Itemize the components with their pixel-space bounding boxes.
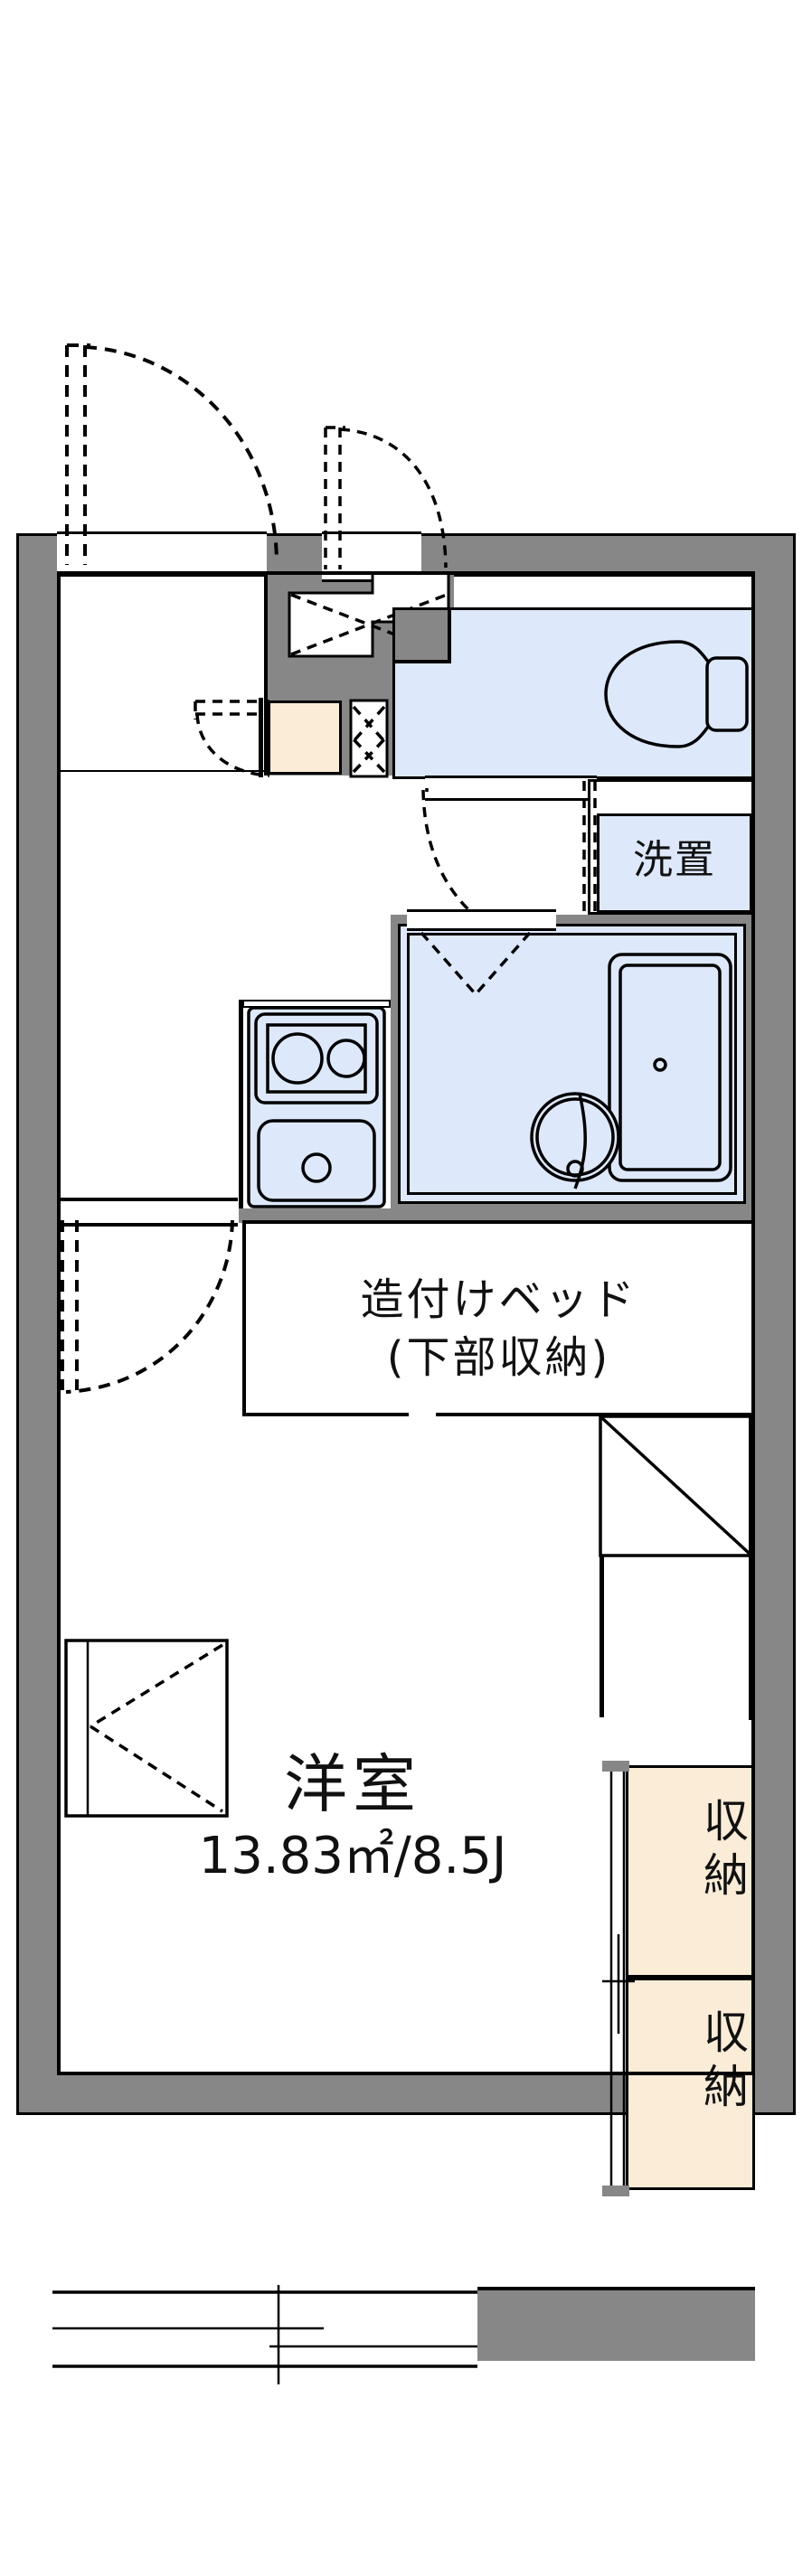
entrance-door-swing bbox=[65, 343, 279, 565]
storage-divider-wall bbox=[600, 1555, 604, 1717]
toilet-room-notch-edge2 bbox=[395, 660, 451, 663]
genkan-partition-edge-left bbox=[264, 575, 268, 776]
built-in-bed-label-line2: (下部収納) bbox=[386, 1332, 611, 1383]
round-washbasin-icon bbox=[530, 1092, 620, 1189]
closet-lower bbox=[626, 1978, 755, 2190]
built-in-bed bbox=[242, 1220, 755, 1416]
bottom-wall-right-cap bbox=[477, 2287, 755, 2290]
toilet-icon bbox=[604, 640, 749, 748]
side-casement-window bbox=[64, 1639, 229, 1818]
meter-box-icon bbox=[349, 699, 389, 778]
interior-left-edge bbox=[57, 571, 61, 2075]
toilet-room-notch-wall bbox=[395, 610, 450, 663]
closet-upper-label: 収納 bbox=[696, 1797, 749, 1905]
kitchen-unit bbox=[247, 1006, 386, 1208]
bed-top-wall bbox=[239, 1208, 755, 1223]
laundry-label: 洗置 bbox=[633, 837, 716, 883]
interior-right-edge bbox=[751, 571, 755, 2075]
bathtub-drain bbox=[653, 1058, 667, 1072]
balcony-sliding-window bbox=[52, 2285, 477, 2384]
bottom-wall-right bbox=[477, 2289, 755, 2361]
closet-upper bbox=[626, 1765, 755, 1978]
main-room-area: 13.83㎡/8.5J bbox=[198, 1827, 507, 1885]
laundry-door-jamb bbox=[582, 781, 597, 915]
shoe-box-door-swing bbox=[194, 700, 270, 777]
closet-lower-label: 収納 bbox=[696, 2008, 749, 2117]
closet-foot-wall bbox=[602, 2186, 629, 2196]
page-title: 洋室 bbox=[284, 1747, 421, 1821]
shoe-box-icon bbox=[268, 700, 342, 775]
interior-top-edge bbox=[57, 571, 755, 575]
bathtub-icon bbox=[608, 953, 732, 1182]
storage-right-wall bbox=[749, 1413, 753, 1720]
room-door-swing bbox=[61, 1219, 234, 1394]
kitchen-left-wall bbox=[239, 1000, 243, 1211]
kitchen-sink-basin bbox=[257, 1119, 376, 1202]
bath-door-folding-marks bbox=[420, 931, 532, 996]
sink-drain bbox=[301, 1152, 332, 1183]
upper-shelf-storage bbox=[599, 1415, 753, 1557]
laundry-space bbox=[597, 813, 752, 913]
interior-bottom-edge bbox=[57, 2072, 755, 2075]
stove-burner-small bbox=[326, 1039, 366, 1078]
stove-burner-large bbox=[271, 1032, 324, 1085]
closet-sliding-door-track bbox=[602, 1766, 635, 2193]
room-door-opening[interactable] bbox=[57, 1198, 238, 1227]
genkan-door-swing bbox=[324, 426, 448, 569]
toilet-door-opening[interactable] bbox=[425, 776, 597, 801]
shoe-box-jamb bbox=[259, 698, 263, 777]
bed-front-gap bbox=[409, 1410, 436, 1419]
closet-head-wall bbox=[602, 1761, 629, 1772]
built-in-bed-label-line1: 造付けベッド bbox=[360, 1274, 637, 1325]
toilet-room-notch-edge bbox=[448, 610, 451, 663]
bath-door-opening[interactable] bbox=[407, 909, 556, 931]
